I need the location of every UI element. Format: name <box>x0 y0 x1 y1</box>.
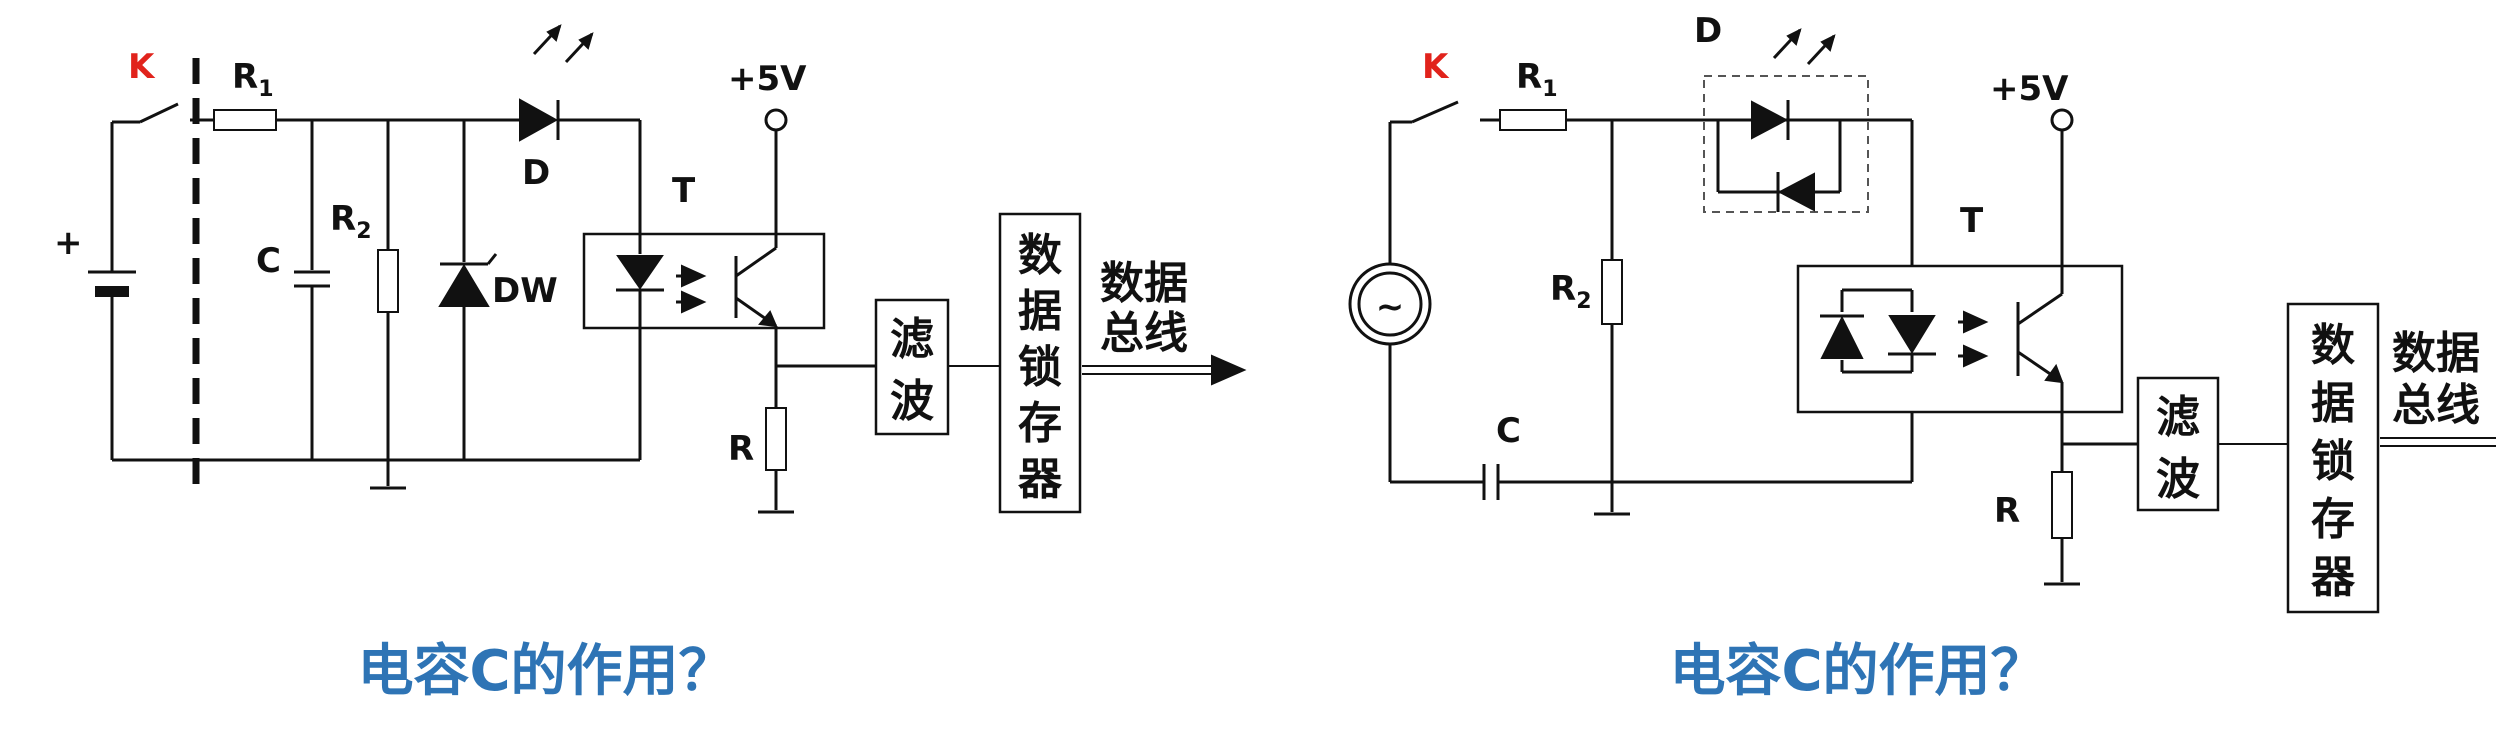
right-ac-source: ~ <box>1348 122 1432 482</box>
left-battery: + <box>54 122 136 460</box>
right-circuit: ~ K R1 C R2 <box>1348 11 2496 704</box>
right-filter-char-1: 滤 <box>2156 392 2200 443</box>
left-latch-char-3: 锁 <box>1018 342 1062 393</box>
left-filter-char-1: 滤 <box>890 314 934 365</box>
left-r-label: R <box>728 429 754 469</box>
right-data-bus: 数据 总线 <box>2380 328 2496 447</box>
left-filter-block: 滤 波 <box>874 298 950 436</box>
right-d-label: D <box>1694 11 1722 51</box>
right-latch-char-5: 器 <box>2311 552 2356 603</box>
left-t-label: T <box>672 171 696 211</box>
left-vcc-label: +5V <box>728 59 807 99</box>
right-latch-block: 数 据 锁 存 器 <box>2286 302 2380 614</box>
right-diode-pair-d: D <box>1694 11 1869 213</box>
right-r-label: R <box>1994 491 2020 531</box>
left-latch-char-2: 据 <box>1018 286 1062 337</box>
right-t-label: T <box>1960 201 1984 241</box>
left-r1-label: R1 <box>232 57 274 102</box>
right-latch-char-2: 据 <box>2311 378 2355 429</box>
right-latch-char-3: 锁 <box>2311 436 2355 487</box>
right-resistor-r: R <box>1994 471 2080 586</box>
left-zener-dw: DW <box>438 120 558 460</box>
right-switch-label: K <box>1422 47 1450 87</box>
left-resistor-r1: R1 <box>213 57 277 131</box>
right-latch-char-1: 数 <box>2311 320 2355 371</box>
left-latch-char-1: 数 <box>1018 230 1062 281</box>
right-latch-char-4: 存 <box>2311 494 2355 545</box>
left-filter-char-2: 波 <box>890 376 934 427</box>
right-resistor-r2: R2 <box>1550 120 1630 516</box>
left-latch-block: 数 据 锁 存 器 <box>998 212 1082 514</box>
right-optocoupler-t: T <box>1796 201 2124 414</box>
left-switch-label: K <box>128 47 156 87</box>
right-question: 电容C的作用？ <box>1669 639 2046 704</box>
left-switch: K <box>112 47 179 124</box>
left-resistor-r: R <box>728 407 794 514</box>
left-optocoupler-t: T <box>582 171 826 330</box>
right-resistor-r1: R1 <box>1499 57 1567 131</box>
right-r2-label: R2 <box>1550 269 1592 314</box>
left-bus-line-2: 总线 <box>1100 308 1188 359</box>
left-data-bus: 数据 总线 <box>1082 258 1247 386</box>
right-bus-line-2: 总线 <box>2392 380 2480 431</box>
right-vcc-label: +5V <box>1990 69 2069 109</box>
left-battery-plus-label: + <box>54 223 83 263</box>
right-filter-block: 滤 波 <box>2136 376 2220 512</box>
right-r1-label: R1 <box>1516 57 1558 102</box>
left-d-label: D <box>522 153 550 193</box>
right-source-symbol: ~ <box>1376 287 1405 327</box>
left-question: 电容C的作用？ <box>357 639 734 704</box>
left-r2-label: R2 <box>330 199 372 244</box>
left-circuit: + K R1 C <box>54 24 1247 704</box>
left-latch-char-4: 存 <box>1018 398 1062 449</box>
right-switch: K <box>1390 47 1500 124</box>
left-dw-label: DW <box>492 271 558 311</box>
left-latch-char-5: 器 <box>1018 454 1063 505</box>
left-capacitor-c: C <box>256 120 330 460</box>
right-filter-char-2: 波 <box>2156 454 2200 505</box>
right-c-label: C <box>1496 411 1521 451</box>
right-bus-line-1: 数据 <box>2392 328 2480 379</box>
right-vcc: +5V <box>1990 69 2074 294</box>
left-vcc: +5V <box>728 59 807 248</box>
left-bus-line-1: 数据 <box>1100 258 1188 309</box>
left-resistor-r2: R2 <box>330 120 406 490</box>
left-c-label: C <box>256 241 281 281</box>
right-capacitor-c: C <box>1390 411 1912 500</box>
left-led-d: D <box>519 24 594 193</box>
